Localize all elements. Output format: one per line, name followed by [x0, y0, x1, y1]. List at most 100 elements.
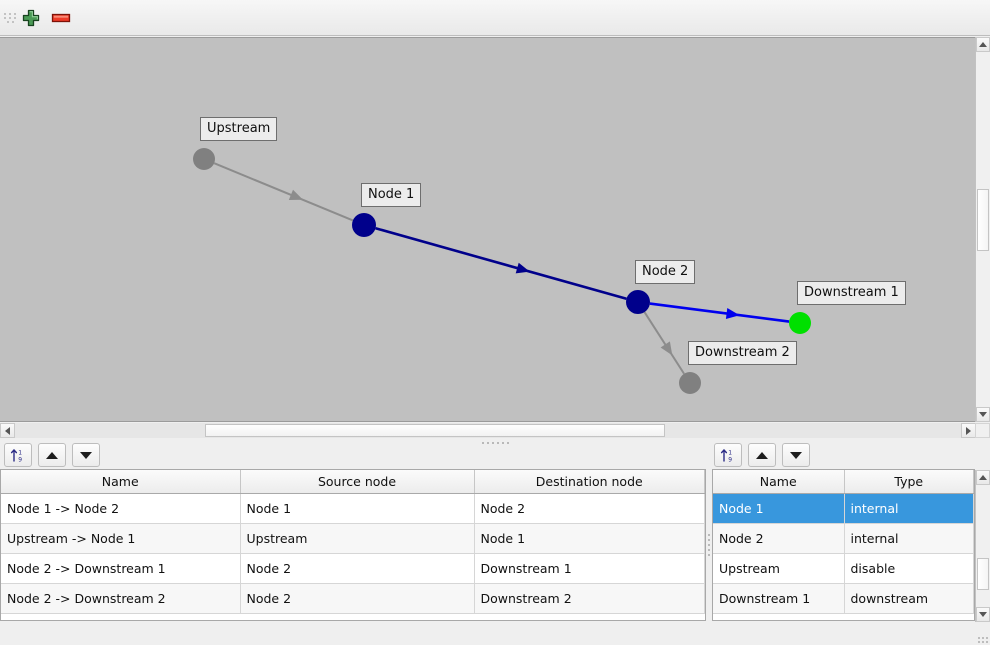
- scroll-down-button[interactable]: [976, 607, 990, 622]
- plus-icon: [22, 9, 40, 26]
- cell-2[interactable]: Node 1: [474, 523, 705, 554]
- nodes-sort-button[interactable]: 1 9: [714, 443, 742, 467]
- graph-node-downstream1[interactable]: [789, 312, 811, 334]
- nodes-move-up-button[interactable]: [748, 443, 776, 467]
- sort-icon: 1 9: [10, 449, 22, 463]
- scroll-up-button[interactable]: [976, 470, 990, 485]
- horizontal-splitter[interactable]: [0, 438, 990, 447]
- edge-arrow-icon: [288, 189, 303, 200]
- horizontal-scroll-thumb[interactable]: [205, 424, 665, 437]
- arrow-up-icon: [756, 451, 768, 459]
- graph-edge[interactable]: [643, 311, 685, 375]
- arrow-down-icon: [80, 451, 92, 459]
- column-header-2[interactable]: Destination node: [474, 470, 705, 494]
- node-label-node1[interactable]: Node 1: [361, 183, 422, 207]
- edges-pane-toolbar: 1 9: [0, 441, 706, 469]
- cell-1[interactable]: Node 1: [240, 493, 475, 524]
- cell-0[interactable]: Node 1 -> Node 2: [1, 493, 241, 524]
- cell-2[interactable]: Node 2: [474, 493, 705, 524]
- canvas-vertical-scrollbar[interactable]: [975, 37, 990, 422]
- scroll-left-button[interactable]: [0, 423, 15, 438]
- cell-1[interactable]: downstream: [844, 583, 974, 614]
- scroll-down-button[interactable]: [976, 407, 990, 422]
- cell-1[interactable]: internal: [844, 523, 974, 554]
- splitter-grip-icon: [481, 441, 509, 444]
- cell-0[interactable]: Node 1: [713, 493, 845, 524]
- cell-1[interactable]: disable: [844, 553, 974, 584]
- cell-2[interactable]: Downstream 2: [474, 583, 705, 614]
- splitter-grip-icon: [708, 534, 710, 556]
- canvas-horizontal-scrollbar[interactable]: [0, 423, 976, 438]
- edge-arrow-icon: [725, 308, 740, 319]
- vertical-splitter[interactable]: [706, 470, 712, 620]
- column-header-1[interactable]: Source node: [240, 470, 475, 494]
- scroll-up-button[interactable]: [976, 37, 990, 52]
- svg-text:9: 9: [18, 456, 22, 463]
- node-label-upstream[interactable]: Upstream: [200, 117, 278, 141]
- column-header-1[interactable]: Type: [844, 470, 974, 494]
- triangle-right-icon: [966, 426, 971, 435]
- remove-node-button[interactable]: [46, 3, 76, 33]
- nodes-move-down-button[interactable]: [782, 443, 810, 467]
- toolbar-drag-handle[interactable]: [4, 6, 16, 30]
- resize-grip-icon[interactable]: [976, 631, 988, 643]
- cell-1[interactable]: Upstream: [240, 523, 475, 554]
- sort-icon: 1 9: [720, 449, 732, 463]
- cell-0[interactable]: Upstream -> Node 1: [1, 523, 241, 554]
- cell-0[interactable]: Node 2: [713, 523, 845, 554]
- arrow-up-icon: [46, 451, 58, 459]
- triangle-left-icon: [5, 426, 10, 435]
- graph-drawing[interactable]: [0, 38, 976, 422]
- edges-move-down-button[interactable]: [72, 443, 100, 467]
- cell-2[interactable]: Downstream 1: [474, 553, 705, 584]
- edges-move-up-button[interactable]: [38, 443, 66, 467]
- cell-1[interactable]: Node 2: [240, 583, 475, 614]
- nodes-table-scrollbar[interactable]: [975, 470, 990, 622]
- cell-0[interactable]: Downstream 1: [713, 583, 845, 614]
- graph-node-node1[interactable]: [352, 213, 376, 237]
- graph-node-upstream[interactable]: [193, 148, 215, 170]
- scroll-right-button[interactable]: [961, 423, 976, 438]
- vertical-scroll-thumb[interactable]: [977, 558, 989, 590]
- column-header-0[interactable]: Name: [713, 470, 845, 494]
- node-label-node2[interactable]: Node 2: [635, 260, 696, 284]
- node-label-downstream2[interactable]: Downstream 2: [688, 341, 797, 365]
- node-label-downstream1[interactable]: Downstream 1: [797, 281, 906, 305]
- column-header-0[interactable]: Name: [1, 470, 241, 494]
- vertical-scroll-thumb[interactable]: [977, 189, 989, 251]
- minus-icon: [51, 13, 71, 22]
- graph-node-node2[interactable]: [626, 290, 650, 314]
- cell-0[interactable]: Upstream: [713, 553, 845, 584]
- edge-arrow-icon: [515, 262, 530, 274]
- add-node-button[interactable]: [16, 3, 46, 33]
- cell-1[interactable]: internal: [844, 493, 974, 524]
- cell-0[interactable]: Node 2 -> Downstream 2: [1, 583, 241, 614]
- graph-node-downstream2[interactable]: [679, 372, 701, 394]
- triangle-down-icon: [979, 412, 987, 417]
- edges-sort-button[interactable]: 1 9: [4, 443, 32, 467]
- main-toolbar: [0, 0, 990, 36]
- scrollbar-corner: [975, 423, 990, 438]
- cell-1[interactable]: Node 2: [240, 553, 475, 584]
- cell-0[interactable]: Node 2 -> Downstream 1: [1, 553, 241, 584]
- graph-edge[interactable]: [375, 226, 627, 301]
- triangle-down-icon: [979, 612, 987, 617]
- graph-edge[interactable]: [649, 302, 790, 323]
- graph-edge[interactable]: [213, 162, 354, 222]
- triangle-up-icon: [979, 475, 987, 480]
